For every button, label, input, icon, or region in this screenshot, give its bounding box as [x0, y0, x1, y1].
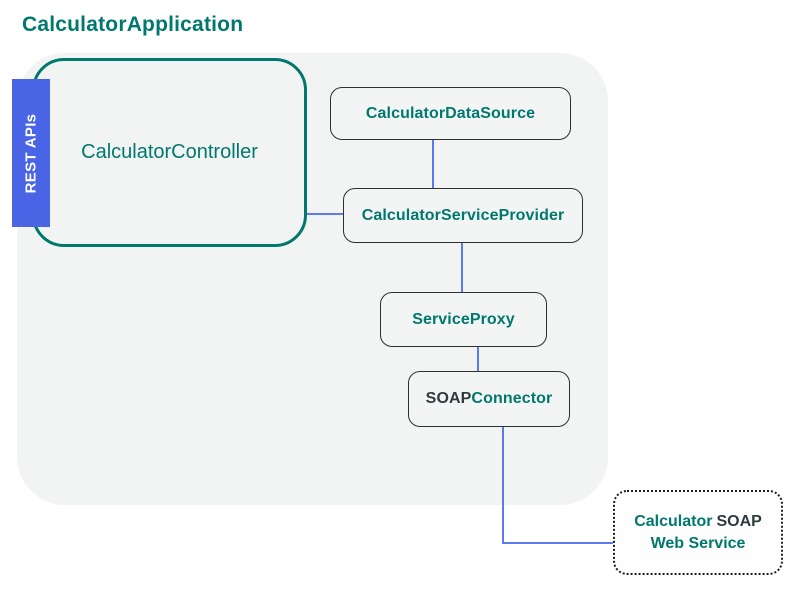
node-calculator-controller-label: CalculatorController — [81, 141, 258, 163]
webservice-label-web-service: Web Service — [650, 534, 746, 552]
diagram-title: CalculatorApplication — [22, 13, 244, 36]
node-service-proxy-label: ServiceProxy — [412, 310, 515, 328]
edge-soapconnector-to-webservice-vertical — [502, 427, 504, 544]
rest-apis-badge-label: REST APIs — [22, 113, 40, 193]
node-soap-connector-label-soap: SOAP — [425, 390, 472, 407]
node-soap-connector: SOAPConnector — [408, 371, 570, 427]
webservice-label-calculator: Calculator — [634, 512, 713, 530]
node-soap-connector-label-connector: Connector — [471, 390, 553, 407]
node-calculator-service-provider: CalculatorServiceProvider — [343, 188, 583, 243]
edge-controller-to-serviceprovider — [307, 213, 343, 215]
edge-soapconnector-to-webservice-horizontal — [502, 542, 613, 544]
edge-serviceprovider-to-serviceproxy — [461, 243, 463, 292]
edge-datasource-to-serviceprovider — [432, 140, 434, 188]
edge-serviceproxy-to-soapconnector — [477, 347, 479, 371]
node-soap-connector-label: SOAPConnector — [426, 390, 553, 408]
node-service-proxy: ServiceProxy — [380, 292, 547, 347]
node-calculator-service-provider-label: CalculatorServiceProvider — [361, 206, 565, 224]
node-calculator-controller: CalculatorController — [32, 58, 307, 247]
webservice-label-soap: SOAP — [716, 512, 762, 530]
node-calculator-data-source: CalculatorDataSource — [330, 87, 571, 140]
rest-apis-badge: REST APIs — [12, 79, 50, 227]
node-calculator-data-source-label: CalculatorDataSource — [365, 104, 536, 122]
